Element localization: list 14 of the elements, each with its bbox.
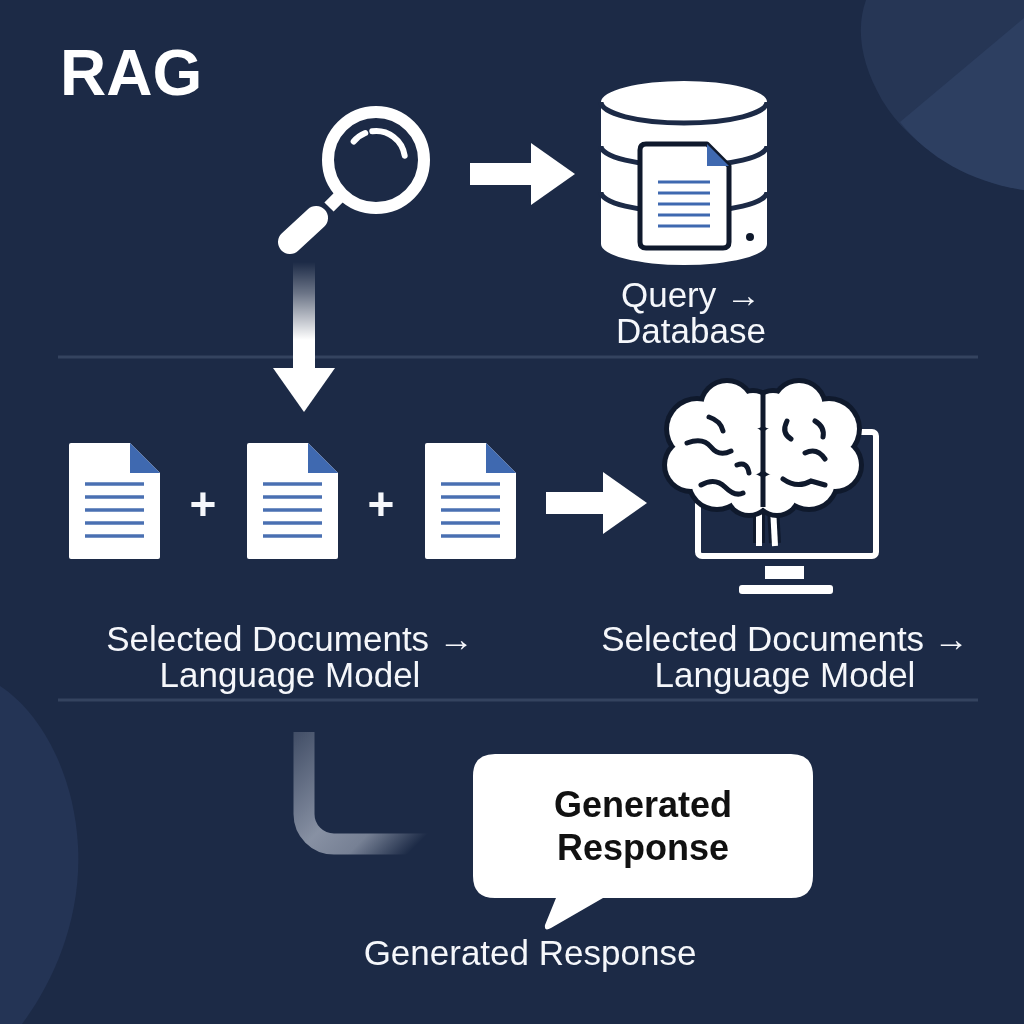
arrow (546, 472, 647, 534)
bubble-text: Generated Response (552, 783, 734, 869)
title: RAG (60, 41, 203, 105)
arrow (470, 143, 575, 205)
icon-caption: Query → Database (615, 277, 767, 349)
icon-caption: Selected Documents → Language Model (600, 621, 970, 693)
document-icon (425, 443, 516, 559)
document-icon (247, 443, 338, 559)
plus-sign: + (189, 481, 217, 527)
document-icon (69, 443, 160, 559)
speech-bubble (473, 754, 813, 932)
plus-sign: + (367, 481, 395, 527)
icon-caption: Selected Documents → Language Model (105, 621, 475, 693)
icon-caption: Generated Response (362, 935, 698, 971)
